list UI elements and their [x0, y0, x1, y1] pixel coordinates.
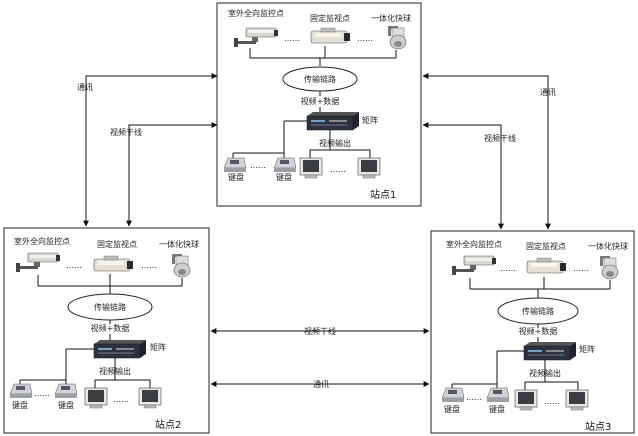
station-1-dots-a: ……: [284, 34, 300, 43]
station-2-monitor-left-icon: [84, 387, 108, 409]
station-2-keyboard-right-label: 键盘: [58, 400, 74, 410]
station-2: 室外全向监控点 固定监视点 一体化快球 …… …… 传输链路 视频+数据 矩阵 …: [9, 236, 199, 431]
link-comm-right-label: 通讯: [540, 87, 556, 97]
link-comm-left-label: 通讯: [77, 82, 93, 92]
link-comm-left: [83, 73, 218, 227]
station-3-video-data-label: 视频+数据: [519, 326, 558, 336]
link-video-trunk-bottom-label: 视频干线: [304, 326, 336, 336]
station-2-name: 站点2: [155, 418, 181, 431]
station-1-dots-b: ……: [357, 34, 373, 43]
station-1-keyboard-left-label: 键盘: [228, 172, 244, 182]
link-video-trunk-left-label: 视频干线: [110, 127, 142, 137]
station-2-keyboard-left-icon: [9, 383, 33, 399]
station-1-transmission-label: 传输链路: [304, 74, 336, 84]
station-3-monitor-left-icon: [514, 389, 538, 411]
station-1-outdoor-camera-label: 室外全向监控点: [228, 8, 284, 18]
station-3-name: 站点3: [585, 420, 611, 433]
station-3-keyboard-right-icon: [486, 387, 510, 403]
station-3-dome-camera-label: 一体化快球: [588, 241, 628, 251]
station-3-monitor-right-icon: [565, 389, 589, 411]
station-3-keyboard-dots: ……: [466, 393, 482, 402]
station-2-transmission-label: 传输链路: [94, 302, 126, 312]
station-2-matrix-icon: [93, 339, 147, 359]
link-video-trunk-right-label: 视频干线: [484, 133, 516, 143]
station-2-keyboard-dots: ……: [34, 389, 50, 398]
station-3-transmission-label: 传输链路: [522, 306, 554, 316]
station-2-fixed-camera-label: 固定监视点: [97, 239, 137, 249]
station-3-dots-b: ……: [573, 264, 589, 273]
station-1-keyboard-dots: ……: [250, 161, 266, 170]
link-video-trunk-right: [422, 122, 504, 230]
link-video-trunk-left: [126, 122, 218, 227]
station-1: 室外全向监控点 固定监视点 一体化快球 …… …… 传输链路 视频+数据 矩阵 …: [223, 8, 411, 201]
station-3-matrix-label: 矩阵: [579, 344, 595, 354]
link-comm-bottom-label: 通讯: [313, 379, 329, 389]
station-2-dots-a: ……: [66, 261, 82, 270]
station-2-keyboard-left-label: 键盘: [12, 400, 28, 410]
station-2-video-data-label: 视频+数据: [91, 323, 130, 333]
station-1-video-data-label: 视频+数据: [301, 96, 340, 106]
station-1-dome-camera-label: 一体化快球: [371, 13, 411, 23]
station-3-video-output-label: 视频输出: [529, 368, 561, 378]
station-3-keyboard-right-label: 键盘: [489, 404, 505, 414]
station-1-keyboard-right-label: 键盘: [276, 172, 292, 182]
station-1-matrix-icon: [306, 111, 360, 131]
station-1-monitor-left-icon: [299, 157, 323, 179]
station-1-matrix-label: 矩阵: [362, 115, 378, 125]
station-2-video-output-label: 视频输出: [99, 366, 131, 376]
station-1-monitor-right-icon: [357, 157, 381, 179]
station-2-dots-b: ……: [141, 261, 157, 270]
station-2-matrix-label: 矩阵: [150, 342, 166, 352]
station-3-fixed-camera-label: 固定监视点: [526, 241, 566, 251]
station-2-dome-camera-label: 一体化快球: [159, 239, 199, 249]
station-2-outdoor-camera-label: 室外全向监控点: [14, 236, 70, 246]
station-3-keyboard-left-icon: [441, 387, 465, 403]
station-3: 室外全向监控点 固定监视点 一体化快球 …… …… 传输链路 视频+数据 矩阵 …: [441, 239, 628, 433]
station-3-monitor-dots: ……: [544, 397, 560, 406]
station-1-keyboard-left-icon: [223, 157, 247, 173]
station-2-monitor-right-icon: [138, 387, 162, 409]
station-2-monitor-dots: ……: [113, 395, 129, 404]
station-1-video-output-label: 视频输出: [319, 138, 351, 148]
station-1-name: 站点1: [370, 188, 396, 201]
station-1-monitor-dots: ……: [330, 165, 346, 174]
station-2-keyboard-right-icon: [54, 383, 78, 399]
link-comm-right: [422, 73, 551, 230]
station-1-fixed-camera-label: 固定监视点: [310, 13, 350, 23]
station-3-keyboard-left-label: 键盘: [444, 404, 460, 414]
station-1-keyboard-right-icon: [273, 157, 297, 173]
station-3-dots-a: ……: [500, 264, 516, 273]
station-3-outdoor-camera-label: 室外全向监控点: [446, 239, 502, 249]
station-3-matrix-icon: [523, 341, 577, 361]
